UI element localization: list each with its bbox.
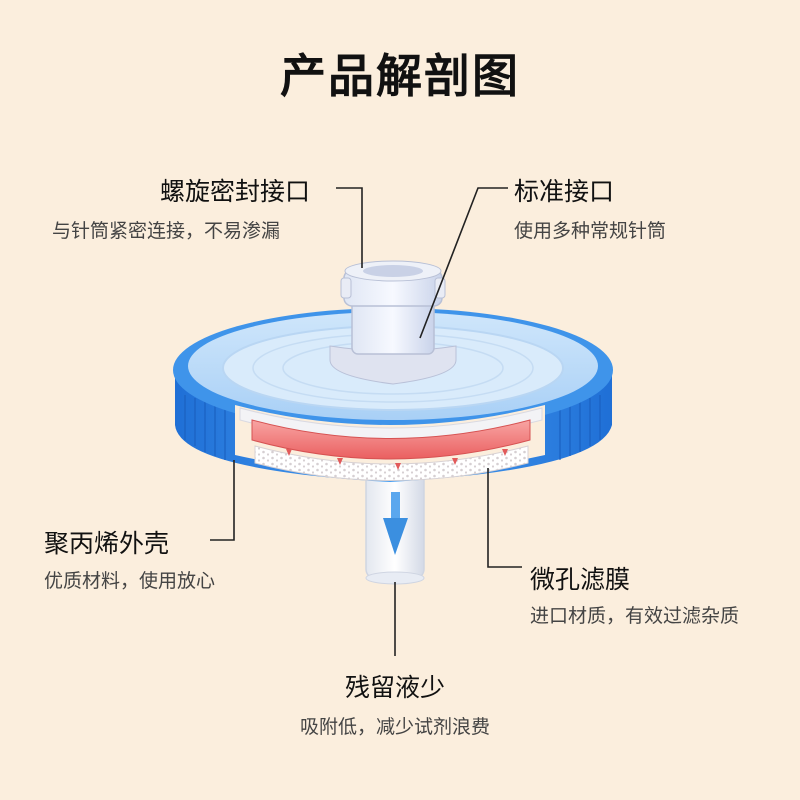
label-standard-title: 标准接口	[514, 177, 615, 206]
label-residual-desc: 吸附低，减少试剂浪费	[299, 716, 490, 738]
porous-support-layer	[254, 445, 529, 481]
label-membrane-title: 微孔滤膜	[530, 565, 631, 594]
page-title: 产品解剖图	[280, 49, 520, 103]
label-membrane-desc: 进口材质，有效过滤杂质	[530, 605, 740, 627]
label-thread-title: 螺旋密封接口	[160, 177, 311, 206]
label-standard-desc: 使用多种常规针筒	[514, 220, 667, 242]
flow-arrow-icon	[383, 492, 408, 555]
label-shell-title: 聚丙烯外壳	[44, 529, 170, 558]
label-shell-desc: 优质材料，使用放心	[44, 570, 216, 592]
label-thread-desc: 与针筒紧密连接，不易渗漏	[52, 220, 281, 242]
label-residual-title: 残留液少	[344, 673, 445, 702]
microporous-membrane	[251, 419, 531, 460]
